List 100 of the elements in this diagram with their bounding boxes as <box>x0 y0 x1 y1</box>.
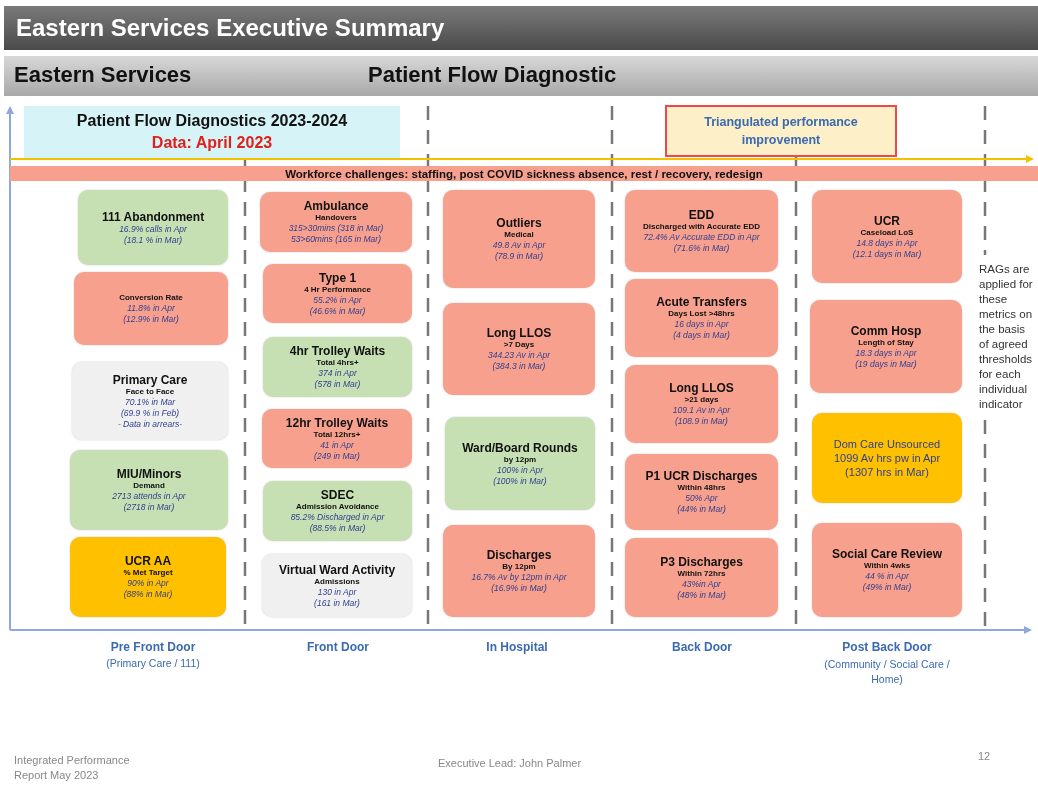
metric-title: Comm Hosp <box>850 323 922 338</box>
metric-title: 12hr Trolley Waits <box>285 415 389 430</box>
metric-subtitle: Admissions <box>314 576 360 587</box>
metric-subtitle: Face to Face <box>125 386 175 397</box>
metric-value: 374 in Apr <box>318 368 357 379</box>
metric-value: (161 in Mar) <box>314 597 360 609</box>
metric-title: Social Care Review <box>831 547 943 561</box>
metric-value: 72.4% Av Accurate EDD in Apr <box>643 232 760 243</box>
metric-subtitle: Total 4hrs+ <box>316 358 359 368</box>
column-label: Post Back Door <box>841 640 933 654</box>
metric-value: (578 in Mar) <box>314 379 361 390</box>
metric-value: (12.9% in Mar) <box>123 313 179 325</box>
metric-card <box>812 523 962 617</box>
metric-value: 44 % in Apr <box>865 571 909 582</box>
data-period: Data: April 2023 <box>150 133 274 153</box>
metric-subtitle: By 12pm <box>502 562 536 572</box>
metric-value: (88% in Mar) <box>123 589 173 600</box>
metric-card <box>625 538 778 617</box>
metric-value: 85.2% Discharged in Apr <box>290 512 385 523</box>
footer-text: Executive Lead: John Palmer <box>438 757 583 769</box>
metric-card <box>443 525 595 617</box>
metric-value: 14.8 days in Apr <box>856 237 918 249</box>
metric-value: 70.1% in Mar <box>124 396 176 408</box>
column-label: In Hospital <box>485 640 549 654</box>
metric-subtitle: Total 12hrs+ <box>313 429 361 440</box>
metric-value: 53>60mins (165 in Mar) <box>291 234 381 245</box>
metric-value: 130 in Apr <box>317 586 357 598</box>
metric-card <box>445 417 595 510</box>
metric-subtitle: Length of Stay <box>858 337 914 348</box>
metric-subtitle: Within 48hrs <box>677 483 726 493</box>
column-label: Back Door <box>671 640 733 654</box>
metric-card <box>625 279 778 357</box>
metric-value: 43%in Apr <box>682 578 721 590</box>
info-panel <box>24 106 400 158</box>
metric-value: 16.7% Av by 12pm in Apr <box>471 572 567 583</box>
metric-value: 18.3 days in Apr <box>855 347 917 359</box>
metric-value: (49% in Mar) <box>862 582 912 593</box>
metric-subtitle: Discharged with Accurate EDD <box>642 222 761 232</box>
metric-value: 109.1 Av in Apr <box>672 405 731 416</box>
metric-card <box>70 537 226 617</box>
metric-title: Long LLOS <box>486 326 552 340</box>
metric-title: EDD <box>688 208 715 222</box>
metric-value: (46.6% in Mar) <box>309 305 366 317</box>
metric-value: 90% in Apr <box>127 578 169 589</box>
metric-card <box>70 450 228 530</box>
metric-card <box>263 481 412 541</box>
metric-title: Ambulance <box>303 199 369 213</box>
metric-card <box>78 190 228 265</box>
metric-subtitle: Within 4wks <box>863 561 911 571</box>
metric-subtitle: % Met Target <box>123 568 173 578</box>
metric-title: SDEC <box>320 488 355 502</box>
metric-card <box>74 272 228 345</box>
metric-subtitle: Handovers <box>315 213 357 223</box>
metric-title: UCR <box>874 213 900 228</box>
metric-card <box>625 365 778 443</box>
metric-title: P1 UCR Discharges <box>645 469 758 483</box>
metric-value: (71.6% in Mar) <box>673 243 730 254</box>
callout-box <box>665 105 897 157</box>
page-title: Eastern Services Executive Summary <box>15 14 445 42</box>
metric-title: Virtual Ward Activity <box>278 562 396 577</box>
metric-card <box>443 190 595 288</box>
metric-card <box>263 264 412 323</box>
metric-title: Outliers <box>496 216 542 230</box>
column-label: Front Door <box>306 640 370 654</box>
column-label: Pre Front Door <box>109 640 197 654</box>
metric-value: 41 in Apr <box>320 439 354 451</box>
metric-value: (18.1 % in Mar) <box>123 234 183 246</box>
metric-title: Discharges <box>486 548 552 562</box>
panel-heading: Patient Flow Diagnostics 2023-2024 <box>75 111 349 131</box>
metric-title: MIU/Minors <box>116 467 182 481</box>
metric-card <box>625 454 778 530</box>
metric-value: 16.9% calls in Apr <box>119 223 187 235</box>
metric-value: (108.9 in Mar) <box>675 416 728 427</box>
section-heading: Eastern Services <box>14 62 193 88</box>
metric-card <box>812 413 962 503</box>
metric-value: Dom Care Unsourced <box>833 437 941 451</box>
metric-card <box>260 192 412 252</box>
metric-subtitle: by 12pm <box>503 454 537 465</box>
metric-subtitle: Conversion Rate <box>119 292 183 303</box>
metric-card <box>810 300 962 393</box>
metric-value: (2718 in Mar) <box>123 502 175 513</box>
metric-subtitle: Within 72hrs <box>677 568 726 579</box>
metric-value: 55.2% in Apr <box>313 294 362 306</box>
metric-title: UCR AA <box>124 554 172 568</box>
metric-subtitle: >21 days <box>684 395 719 405</box>
metric-value: (12.1 days in Mar) <box>852 248 922 260</box>
metric-title: Long LLOS <box>669 381 734 395</box>
metric-subtitle: Demand <box>133 481 165 491</box>
metric-card <box>812 190 962 283</box>
column-sublabel: (Primary Care / 111) <box>105 657 201 669</box>
metric-card <box>263 337 412 397</box>
section-heading: Patient Flow Diagnostic <box>368 62 618 88</box>
footer-text: Integrated Performance Report May 2023 <box>14 753 131 783</box>
metric-subtitle: >7 Days <box>503 340 535 350</box>
metric-value: 49.8 Av in Apr <box>492 240 546 251</box>
metric-subtitle: Days Lost >48hrs <box>668 309 735 319</box>
metric-value: - Data in arrears- <box>117 418 183 430</box>
banner-text: Workforce challenges: staffing, post COVID sickness absence, rest / recovery, redesign <box>285 167 763 180</box>
metric-value: (16.9% in Mar) <box>491 583 547 594</box>
metric-value: (4 days in Mar) <box>673 330 730 341</box>
